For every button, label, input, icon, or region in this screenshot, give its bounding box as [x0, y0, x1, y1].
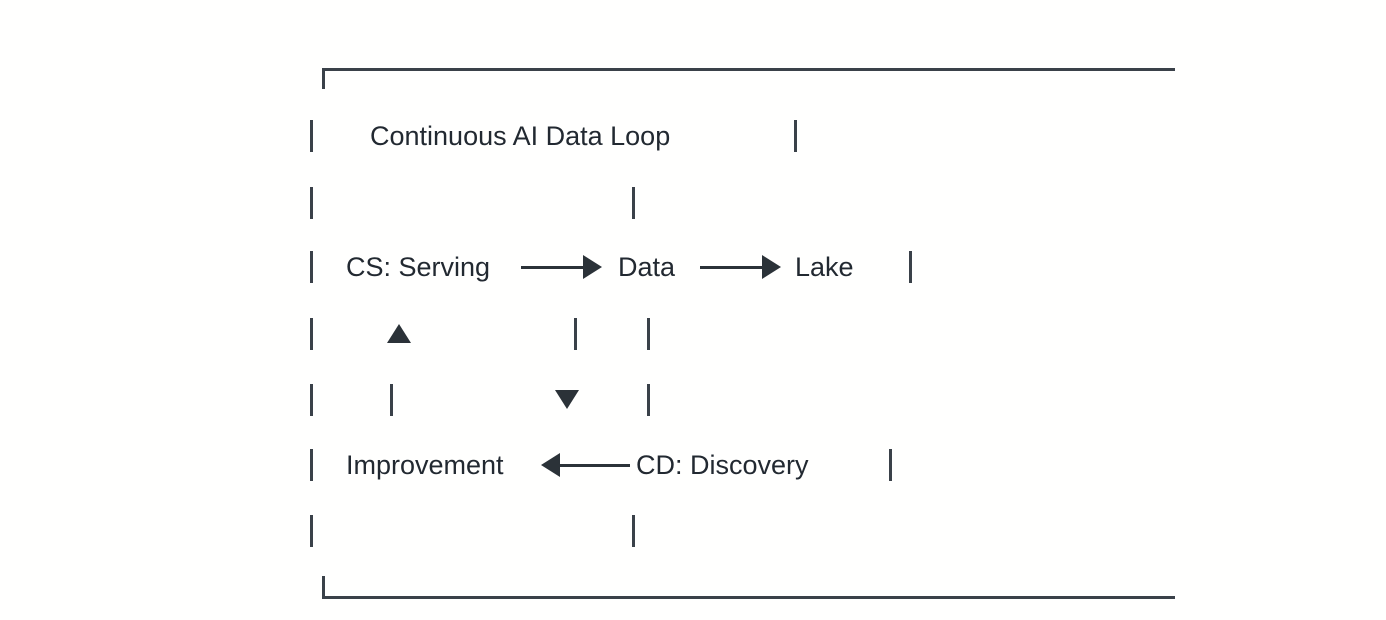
pipe-glyph-mid-7 — [632, 515, 635, 547]
frame-bottom-left-corner — [322, 576, 325, 599]
node-lake: Lake — [795, 252, 854, 282]
diagram-row-7 — [0, 509, 1386, 553]
pipe-glyph-left-3 — [310, 251, 313, 283]
pipe-glyph-right-1 — [794, 120, 797, 152]
pipe-glyph-mid-4 — [574, 318, 577, 350]
edge-shaft-data-to-lake — [700, 266, 762, 269]
pipe-glyph-right-6 — [889, 449, 892, 481]
pipe-glyph-feedback-5 — [390, 384, 393, 416]
diagram-row-4 — [0, 312, 1386, 356]
edge-shaft-discovery-to-improvement — [560, 464, 630, 467]
frame-top-border — [322, 68, 1175, 71]
diagram-row-5 — [0, 378, 1386, 422]
pipe-glyph-right-3 — [909, 251, 912, 283]
frame-bottom-border — [322, 596, 1175, 599]
frame-top-left-corner — [322, 68, 325, 89]
node-cd-discovery: CD: Discovery — [636, 450, 809, 480]
pipe-glyph-left-7 — [310, 515, 313, 547]
arrow-up-icon — [387, 324, 411, 343]
pipe-glyph-left-4 — [310, 318, 313, 350]
diagram-title: Continuous AI Data Loop — [370, 121, 671, 151]
arrow-right-icon — [762, 255, 781, 279]
node-improvement: Improvement — [346, 450, 504, 480]
arrow-down-icon — [555, 390, 579, 409]
arrow-right-icon — [583, 255, 602, 279]
node-data: Data — [618, 252, 676, 282]
pipe-glyph-left-6 — [310, 449, 313, 481]
pipe-glyph-left-1 — [310, 120, 313, 152]
pipe-glyph-left-5 — [310, 384, 313, 416]
pipe-glyph-right-4 — [647, 318, 650, 350]
pipe-glyph-right-5 — [647, 384, 650, 416]
pipe-glyph-left-2 — [310, 187, 313, 219]
diagram-row-6: Improvement CD: Discovery — [0, 443, 1386, 487]
node-cs-serving: CS: Serving — [346, 252, 491, 282]
diagram-row-2 — [0, 181, 1386, 225]
arrow-left-icon — [541, 453, 560, 477]
diagram-row-1: Continuous AI Data Loop — [0, 114, 1386, 158]
diagram-row-3: CS: Serving Data Lake — [0, 245, 1386, 289]
edge-shaft-serving-to-data — [521, 266, 583, 269]
pipe-glyph-mid-2 — [632, 187, 635, 219]
